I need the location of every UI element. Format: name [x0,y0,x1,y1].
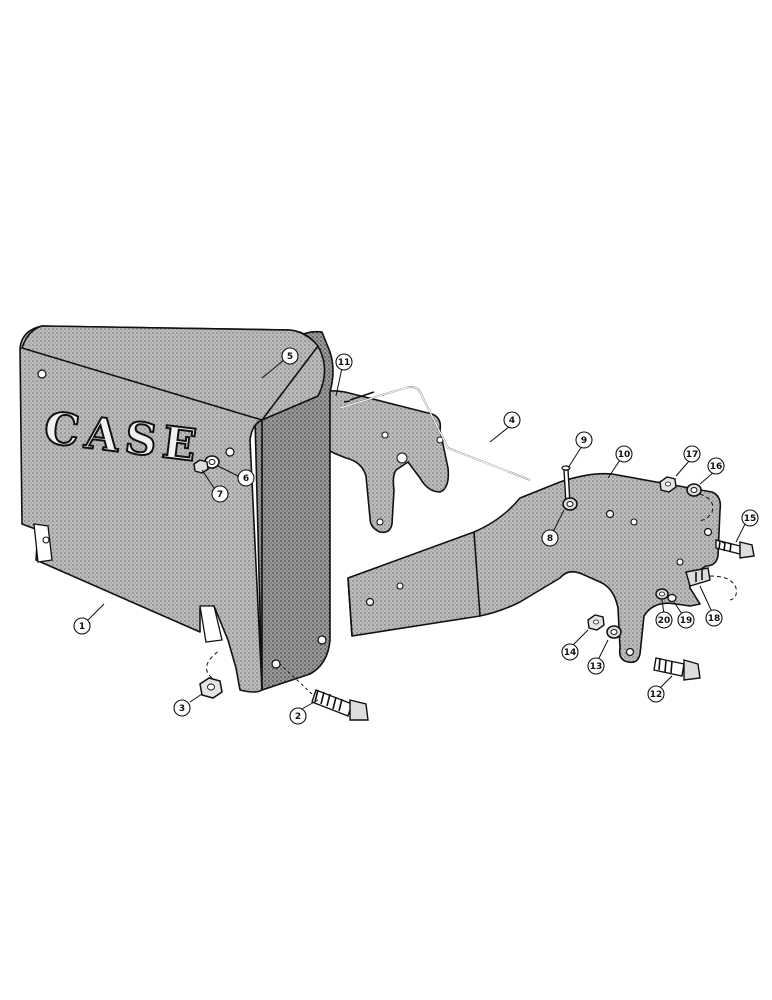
nut-part-14 [587,614,605,631]
washer-part-16 [686,483,702,497]
callout-7-label: 7 [217,490,223,500]
bolt-part-12 [653,657,701,681]
callout-19-label: 19 [680,616,693,626]
callout-19: 19 [677,611,695,629]
callout-20-label: 20 [658,616,671,626]
callout-2: 2 [289,707,307,725]
rod-part-4 [339,386,531,481]
callout-18-label: 18 [708,614,721,624]
washer-part-20 [655,588,669,600]
callout-11-label: 11 [338,358,351,368]
callout-20: 20 [655,611,673,629]
callout-2-label: 2 [295,712,301,722]
nut-part-7 [193,459,209,474]
callout-3: 3 [173,699,191,717]
callout-17: 17 [683,445,701,463]
callout-15-label: 15 [744,514,757,524]
callout-6: 6 [237,469,255,487]
washer-part-8 [562,497,578,511]
callout-5-label: 5 [287,352,293,362]
callout-4-label: 4 [509,416,515,426]
bolt-part-15 [715,539,755,559]
nut-part-3 [199,677,223,699]
callout-16-label: 16 [710,462,723,472]
callout-17-label: 17 [686,450,699,460]
callout-14-label: 14 [564,648,577,658]
callout-16: 16 [707,457,725,475]
bolt-part-18 [685,567,711,587]
callout-13: 13 [587,657,605,675]
callout-11: 11 [335,353,353,371]
callout-10-label: 10 [618,450,631,460]
washer-part-19 [667,593,677,603]
callout-3-label: 3 [179,704,185,714]
callout-6-label: 6 [243,474,249,484]
bolt-part-2 [311,689,369,721]
callout-18: 18 [705,609,723,627]
callout-9: 9 [575,431,593,449]
callout-5: 5 [281,347,299,365]
callout-1: 1 [73,617,91,635]
counterweight-part-1: CASE [19,325,334,693]
callout-12-label: 12 [650,690,663,700]
callout-15: 15 [741,509,759,527]
callout-9-label: 9 [581,436,587,446]
callout-1-label: 1 [79,622,85,632]
front-main-bracket-part-10 [347,472,722,664]
callout-12: 12 [647,685,665,703]
callout-14: 14 [561,643,579,661]
nut-part-17 [659,476,677,493]
callout-10: 10 [615,445,633,463]
callout-4: 4 [503,411,521,429]
callout-8: 8 [541,529,559,547]
callout-13-label: 13 [590,662,603,672]
callout-8-label: 8 [547,534,553,544]
callout-7: 7 [211,485,229,503]
washer-part-13 [606,625,622,639]
callouts [87,359,747,711]
rear-mounting-bracket-part-11 [299,390,450,534]
